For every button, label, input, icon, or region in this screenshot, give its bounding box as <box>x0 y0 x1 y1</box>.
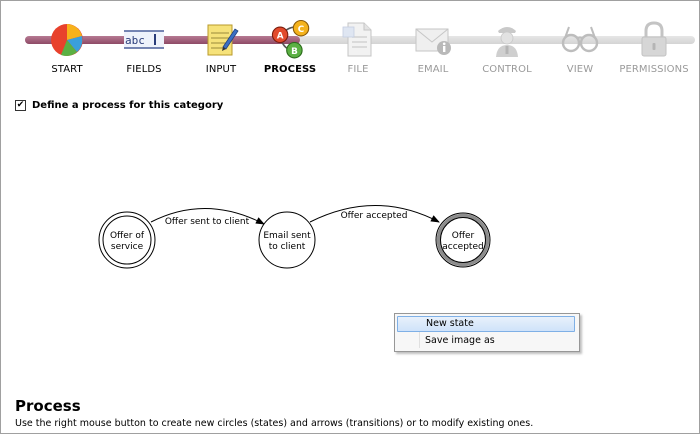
wizard-step-label: EMAIL <box>417 64 449 75</box>
state-label: Email sent <box>263 231 311 241</box>
email-info-icon <box>415 28 451 55</box>
wizard-step-label: INPUT <box>205 64 237 75</box>
help-title: Process <box>15 397 81 415</box>
wizard-steps: START abc FIELDS INPUT <box>1 1 699 83</box>
state-label: Offer of <box>110 231 145 241</box>
wizard-step-fields[interactable]: abc FIELDS <box>104 1 184 83</box>
wizard-step-view[interactable]: VIEW <box>540 1 620 83</box>
state-label: accepted <box>442 242 483 252</box>
wizard-step-file[interactable]: FILE <box>318 1 398 83</box>
state-label: Offer <box>452 231 475 241</box>
state-circle[interactable]: Offer of service <box>98 211 156 269</box>
wizard-step-label: FILE <box>347 64 369 75</box>
wizard-step-label: PROCESS <box>263 64 317 75</box>
context-menu-gutter <box>419 316 420 348</box>
transition-arrow[interactable] <box>309 205 440 223</box>
officer-icon <box>496 27 518 57</box>
padlock-icon <box>641 21 667 57</box>
context-menu: New state Save image as <box>394 313 580 352</box>
wizard-step-label: PERMISSIONS <box>619 64 689 75</box>
wizard-step-start[interactable]: START <box>27 1 107 83</box>
state-circle[interactable]: Email sent to client <box>258 211 316 269</box>
state-circle[interactable]: Offer accepted <box>435 212 491 268</box>
text-field-icon: abc <box>124 30 164 49</box>
define-process-row[interactable]: ✔ Define a process for this category <box>15 98 223 112</box>
wizard-step-input[interactable]: INPUT <box>181 1 261 83</box>
svg-text:abc: abc <box>125 34 145 47</box>
svg-text:C: C <box>298 25 304 35</box>
svg-text:B: B <box>291 47 298 57</box>
wizard-step-label: FIELDS <box>126 64 162 75</box>
transition-arrow[interactable] <box>150 208 265 225</box>
notepad-pencil-icon <box>207 24 239 56</box>
define-process-checkbox[interactable]: ✔ <box>15 99 26 111</box>
menu-item-label: Save image as <box>425 335 495 346</box>
menu-item-label: New state <box>426 318 474 329</box>
wizard-step-label: VIEW <box>566 64 594 75</box>
svg-text:A: A <box>277 32 284 42</box>
wizard-step-label: CONTROL <box>482 64 532 75</box>
glasses-icon <box>561 26 599 53</box>
menu-item-new-state[interactable]: New state <box>397 316 575 332</box>
pie-chart-icon <box>51 24 83 56</box>
process-circles-icon: A C B <box>271 19 310 59</box>
help-text: Use the right mouse button to create new… <box>15 418 534 429</box>
wizard-step-email[interactable]: EMAIL <box>393 1 473 83</box>
wizard-step-label: START <box>51 64 83 75</box>
file-icon <box>342 22 372 57</box>
menu-item-save-image-as[interactable]: Save image as <box>397 333 575 349</box>
wizard-step-process[interactable]: A C B PROCESS <box>250 1 330 83</box>
process-diagram[interactable]: Offer sent to client Offer accepted Offe… <box>1 121 699 391</box>
state-label: service <box>111 242 144 252</box>
wizard-step-permissions[interactable]: PERMISSIONS <box>614 1 694 83</box>
state-label: to client <box>269 242 306 252</box>
transition-label: Offer accepted <box>341 211 408 221</box>
wizard-step-control[interactable]: CONTROL <box>467 1 547 83</box>
transition-label: Offer sent to client <box>165 217 250 227</box>
define-process-label: Define a process for this category <box>32 99 224 111</box>
